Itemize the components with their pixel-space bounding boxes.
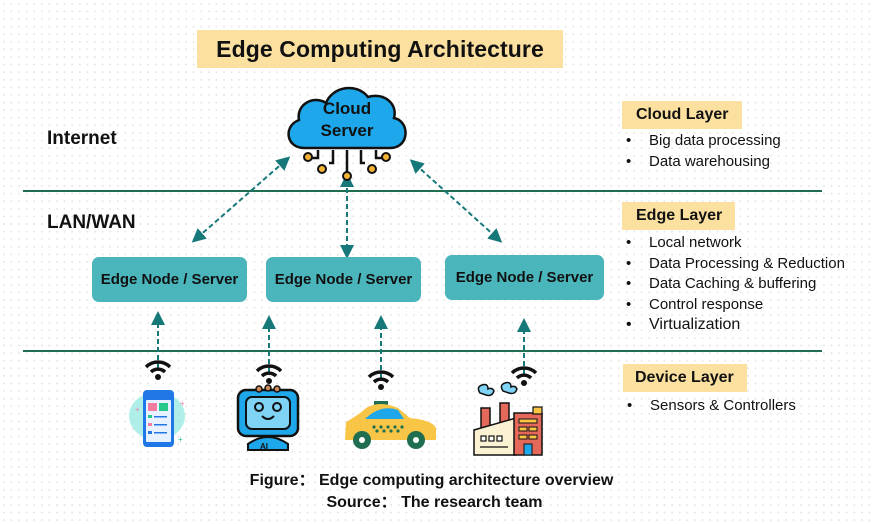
ai-robot-icon: AI [236,384,300,451]
zone-label-lan-wan: LAN/WAN [47,212,136,233]
arrow-cloud-edge-right [409,159,503,243]
edge-node-3: Edge Node / Server [445,255,604,300]
wifi-icon [144,360,172,380]
layer-items-edge: Local network Data Processing & Reductio… [622,233,845,336]
svg-text:AI: AI [260,442,268,451]
layer-item: Data warehousing [622,152,781,173]
zone-label-internet: Internet [47,128,117,149]
divider-internet-lan [23,190,822,192]
layer-item: Data Processing & Reduction [622,254,845,275]
layer-items-cloud: Big data processing Data warehousing [622,131,781,172]
wifi-icon [367,370,395,390]
cloud-server-icon: Cloud Server [287,86,407,181]
layer-item: Sensors & Controllers [623,396,796,417]
layer-item: Local network [622,233,845,254]
layer-items-device: Sensors & Controllers [623,396,796,417]
layer-item: Control response [622,295,845,316]
layer-device: Device Layer Sensors & Controllers [623,364,796,417]
layer-title-device: Device Layer [623,364,747,392]
divider-lan-device [23,350,822,352]
layer-title-cloud: Cloud Layer [622,101,742,129]
svg-text:+: + [180,399,185,408]
layer-cloud: Cloud Layer Big data processing Data war… [622,101,781,172]
layer-edge: Edge Layer Local network Data Processing… [622,202,845,336]
factory-icon [473,381,543,456]
wifi-icon [255,364,283,384]
wifi-icon [510,366,538,386]
smartphone-app-icon: + + + [129,390,185,447]
cloud-label-line2: Server [321,121,374,140]
svg-text:+: + [178,435,183,444]
layer-title-edge: Edge Layer [622,202,735,230]
layer-item: Virtualization [622,315,845,336]
diagram-title: Edge Computing Architecture [197,30,563,68]
cloud-label-line1: Cloud [323,99,371,118]
source-caption: Source： The research team [326,494,543,511]
figure-caption: Figure： Edge computing architecture over… [249,472,614,489]
taxi-car-icon [345,401,436,449]
layer-item: Big data processing [622,131,781,152]
arrow-cloud-edge-left [191,156,291,243]
edge-node-2: Edge Node / Server [266,257,421,302]
svg-text:+: + [135,405,140,414]
layer-item: Data Caching & buffering [622,274,845,295]
edge-node-1: Edge Node / Server [92,257,247,302]
